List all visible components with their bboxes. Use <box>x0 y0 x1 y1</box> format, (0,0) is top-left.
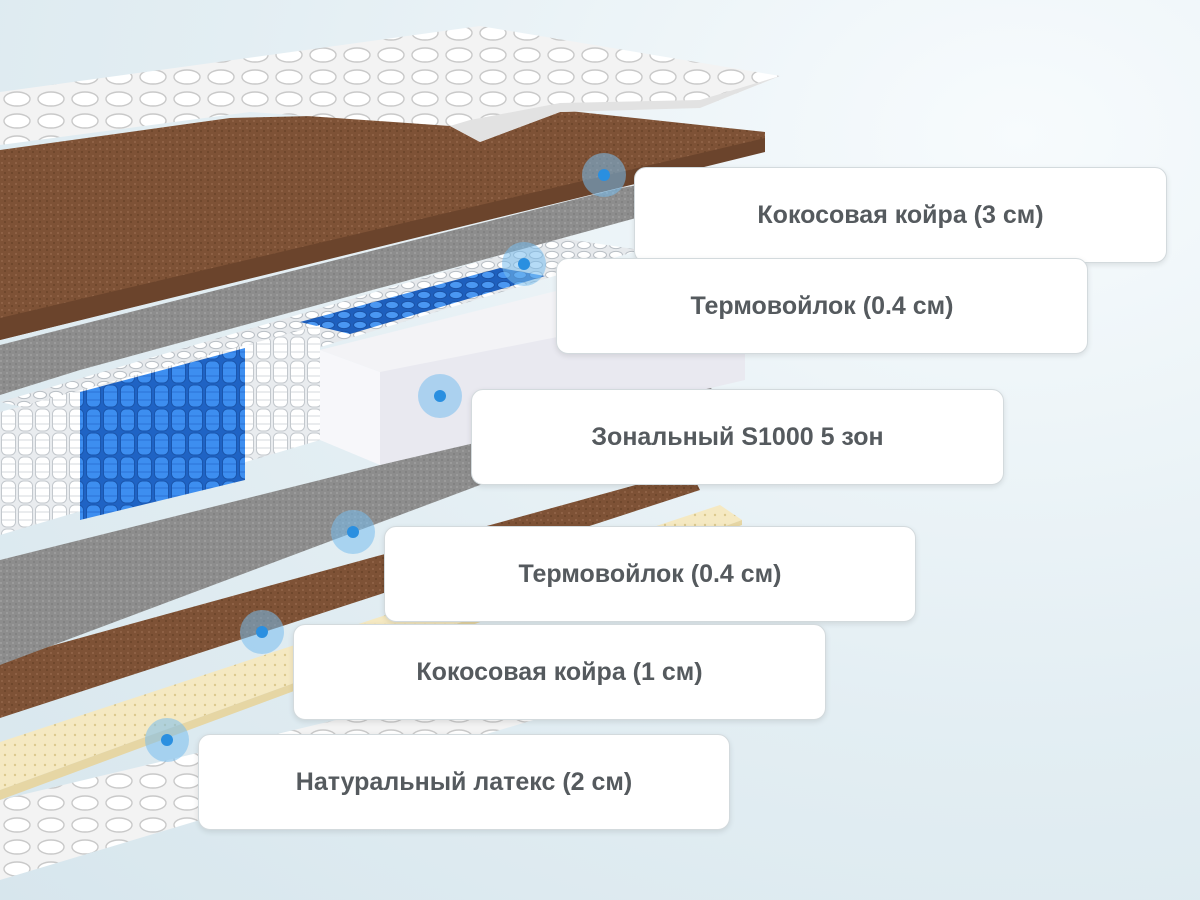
latex-label[interactable]: Натуральный латекс (2 см) <box>198 734 730 830</box>
felt-bottom-label[interactable]: Термовойлок (0.4 см) <box>384 526 916 622</box>
coconut-top-layer <box>0 110 765 340</box>
coconut-bottom-marker[interactable] <box>240 610 284 654</box>
top-cover-layer <box>0 26 780 145</box>
latex-marker[interactable] <box>145 718 189 762</box>
coconut-top-label[interactable]: Кокосовая койра (3 см) <box>634 167 1167 263</box>
felt-top-label[interactable]: Термовойлок (0.4 см) <box>556 258 1088 354</box>
coconut-top-marker[interactable] <box>582 153 626 197</box>
felt-top-layer <box>0 175 720 395</box>
felt-top-marker[interactable] <box>502 242 546 286</box>
coconut-bottom-label[interactable]: Кокосовая койра (1 см) <box>293 624 826 720</box>
felt-bottom-marker[interactable] <box>331 510 375 554</box>
springs-label[interactable]: Зональный S1000 5 зон <box>471 389 1004 485</box>
springs-marker[interactable] <box>418 374 462 418</box>
